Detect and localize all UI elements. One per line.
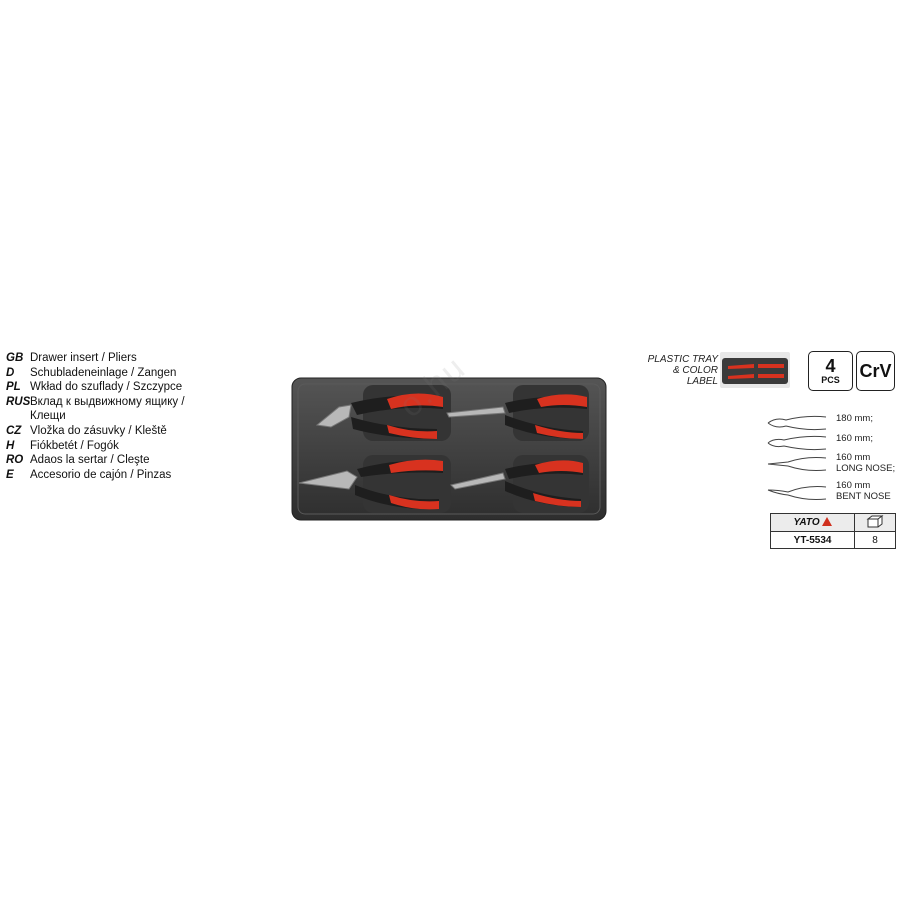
lang-row-h: H Fiókbetét / Fogók: [6, 439, 266, 454]
spec-name: LONG NOSE;: [836, 463, 896, 474]
lang-text: Accesorio de cajón / Pinzas: [30, 468, 172, 481]
yato-triangle-icon: [821, 517, 832, 526]
brand-logo: YATO: [769, 513, 856, 532]
product-table: YATO YT-5534 8: [769, 513, 896, 549]
lang-code: H: [6, 439, 15, 452]
brand-name: YATO: [793, 517, 820, 528]
lang-row-rus: RUS Вклад к выдвижному ящику /: [6, 395, 266, 410]
lang-row-rus-cont: Клещи: [6, 409, 266, 424]
lang-text: Wkład do szuflady / Szczypce: [30, 381, 183, 394]
box-icon: [866, 515, 884, 528]
lang-code: PL: [6, 381, 21, 394]
pliers-diagonal-cutter: [315, 393, 443, 439]
spec-row: 160 mm;: [766, 433, 896, 457]
spec-size: 160 mm: [836, 480, 871, 491]
pieces-badge: 4 PCS: [808, 351, 853, 391]
spec-name: BENT NOSE: [836, 491, 891, 502]
lang-text: Schubladeneinlage / Zangen: [30, 366, 177, 379]
plastic-tray-label: PLASTIC TRAY & COLOR LABEL: [644, 354, 718, 387]
lang-code: GB: [6, 352, 24, 364]
lang-text: Adaos la sertar / Cleşte: [30, 454, 150, 467]
table-row: YT-5534 8: [769, 531, 896, 549]
spec-size: 180 mm;: [836, 413, 873, 424]
lang-code: E: [6, 468, 14, 481]
spec-row: 160 mm LONG NOSE;: [766, 452, 896, 476]
plastic-tray-line2: & COLOR LABEL: [672, 365, 718, 387]
long-nose-pliers-icon: [767, 457, 827, 471]
lang-row-d: D Schubladeneinlage / Zangen: [6, 366, 266, 381]
plastic-tray-line1: PLASTIC TRAY: [647, 354, 718, 365]
pieces-unit: PCS: [821, 375, 840, 385]
lang-row-pl: PL Wkład do szuflady / Szczypce: [6, 380, 266, 395]
pliers-combination: [298, 459, 443, 510]
language-list: GB Drawer insert / Pliers D Schubladenei…: [6, 351, 266, 482]
lang-row-ro: RO Adaos la sertar / Cleşte: [6, 453, 266, 468]
lang-row-gb: GB Drawer insert / Pliers: [6, 351, 266, 366]
lang-text: Vložka do zásuvky / Kleště: [30, 424, 167, 437]
lang-code: D: [6, 366, 15, 379]
lang-code: RUS: [6, 395, 31, 408]
lang-text: Вклад к выдвижному ящику /: [30, 395, 185, 408]
pieces-count: 4: [825, 356, 836, 376]
spec-row: 160 mm BENT NOSE: [766, 480, 896, 504]
lang-text: Клещи: [30, 410, 66, 423]
cutter-pliers-icon: [767, 415, 827, 431]
table-header-row: YATO: [769, 513, 896, 532]
lang-code: CZ: [6, 424, 22, 437]
box-icon-cell: [854, 513, 896, 532]
lang-code: RO: [6, 454, 24, 467]
lang-row-e: E Accesorio de cajón / Pinzas: [6, 468, 266, 483]
drawer-tray-image: [291, 377, 607, 521]
material-badge: CrV: [856, 351, 895, 391]
spec-size: 160 mm: [836, 452, 871, 463]
pack-quantity: 8: [854, 531, 896, 549]
product-code: YT-5534: [769, 531, 856, 549]
lang-text: Drawer insert / Pliers: [30, 352, 137, 364]
pliers-bent-nose: [450, 460, 583, 507]
plastic-tray-thumbnail: [720, 352, 790, 388]
spec-row: 180 mm;: [766, 413, 896, 437]
spec-size: 160 mm;: [836, 433, 873, 444]
lang-code: [6, 409, 30, 424]
lang-text: Fiókbetét / Fogók: [30, 439, 119, 452]
lang-row-cz: CZ Vložka do zásuvky / Kleště: [6, 424, 266, 439]
bent-nose-pliers-icon: [767, 486, 827, 500]
pliers-long-nose: [446, 394, 587, 439]
combination-pliers-icon: [767, 435, 827, 451]
